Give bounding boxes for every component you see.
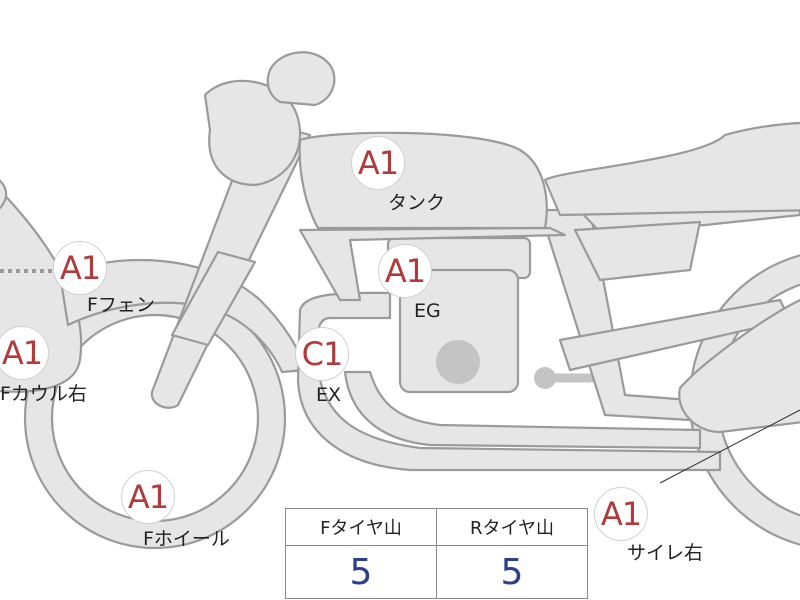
exhaust-grade-badge[interactable]: C1	[295, 327, 349, 381]
front-fender-label: Fフェン	[87, 294, 155, 316]
rear-tire-tread-value: 5	[436, 545, 588, 599]
cowl-tip-shape	[0, 179, 8, 210]
tire-tread-value-row: 5 5	[285, 545, 588, 599]
engine-label: EG	[414, 300, 441, 322]
engine-shape	[386, 236, 532, 394]
rear-tire-tread-header: Rタイヤ山	[436, 508, 588, 546]
front-wheel-label: Fホイール	[143, 528, 230, 550]
headlight-shape	[203, 79, 301, 187]
fork-guard-shape	[170, 250, 257, 347]
front-tire-tread-value: 5	[285, 545, 437, 599]
front-cowl-r-grade-badge[interactable]: A1	[0, 326, 49, 380]
tank-label: タンク	[388, 192, 446, 214]
tank-grade-badge[interactable]: A1	[351, 136, 405, 190]
tire-tread-table: Fタイヤ山 Rタイヤ山 5 5	[285, 508, 588, 599]
exhaust-shape	[296, 291, 722, 472]
engine-grade-badge[interactable]: A1	[378, 244, 432, 298]
downtube-shape	[298, 226, 567, 302]
front-fender-grade-badge[interactable]: A1	[53, 241, 107, 295]
tire-tread-header-row: Fタイヤ山 Rタイヤ山	[285, 508, 588, 546]
exhaust-label: EX	[316, 384, 342, 406]
muffler-r-label: サイレ右	[627, 542, 704, 564]
seat-shape	[543, 122, 800, 217]
exhaust-lower-shape	[343, 370, 702, 450]
front-wheel-grade-badge[interactable]: A1	[121, 470, 175, 524]
front-cowl-r-label: Fカウル右	[0, 383, 87, 405]
front-wheel-shape	[23, 286, 287, 550]
seat-under-shape	[573, 220, 702, 282]
meter-shape	[266, 51, 336, 107]
muffler-r-grade-badge[interactable]: A1	[594, 487, 648, 541]
front-tire-tread-header: Fタイヤ山	[285, 508, 437, 546]
